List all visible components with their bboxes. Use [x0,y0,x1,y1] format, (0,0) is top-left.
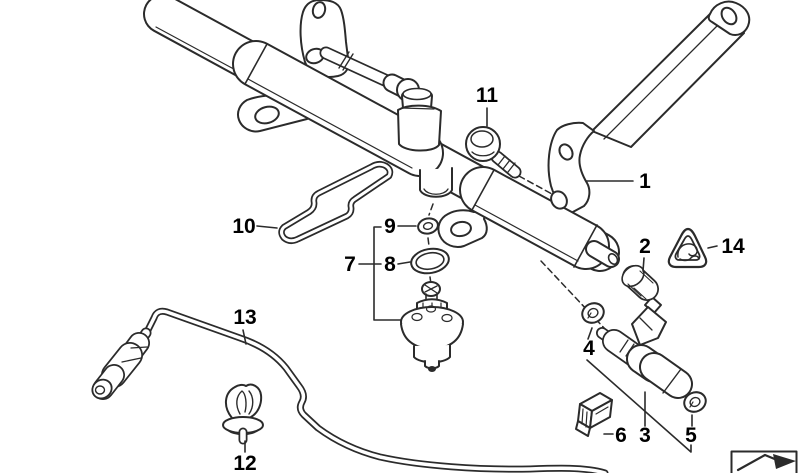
leader-lines [242,107,718,453]
o-ring-upper-drawing [581,302,605,324]
part-label-9[interactable]: 9 [384,215,396,238]
bracket-holes [254,6,738,238]
direction-arrow-icon [730,450,798,473]
part-label-6[interactable]: 6 [615,424,627,447]
part-label-14[interactable]: 14 [721,235,745,258]
pressure-regulator-drawing [400,281,464,372]
retaining-frame-drawing [278,161,394,244]
part-label-1[interactable]: 1 [639,170,651,193]
part-labels: 1 2 3 4 5 6 7 8 9 10 11 12 13 14 [232,84,745,473]
part-label-12[interactable]: 12 [233,452,256,473]
part-label-3[interactable]: 3 [639,424,651,447]
diagram-art [91,0,798,473]
o-ring-large-drawing [410,247,450,275]
fuel-injector-drawing [596,327,693,399]
part-label-2[interactable]: 2 [639,235,651,258]
part-label-4[interactable]: 4 [583,337,595,360]
rail-feed-tube [319,46,420,102]
protective-cap-drawing [621,264,659,301]
fuel-pipe-drawing [142,307,609,473]
rail-mount-bracket-1 [547,0,751,214]
warning-triangle-icon [667,227,708,269]
part-label-7[interactable]: 7 [344,253,356,276]
part-label-13[interactable]: 13 [233,306,256,329]
part-label-5[interactable]: 5 [685,424,697,447]
retaining-clip-drawing [575,392,613,437]
part-label-11[interactable]: 11 [476,84,499,107]
part-label-10[interactable]: 10 [232,215,255,238]
pipe-end-fitting [91,327,152,400]
cable-clip-drawing [222,383,264,445]
fuel-rail-tube [143,0,620,272]
o-ring-lower-drawing [683,391,707,413]
washer-drawing [417,217,439,235]
pressure-damper [397,87,442,152]
part-label-8[interactable]: 8 [384,253,396,276]
injector-connector [631,296,667,346]
bolt-drawing [465,126,522,179]
